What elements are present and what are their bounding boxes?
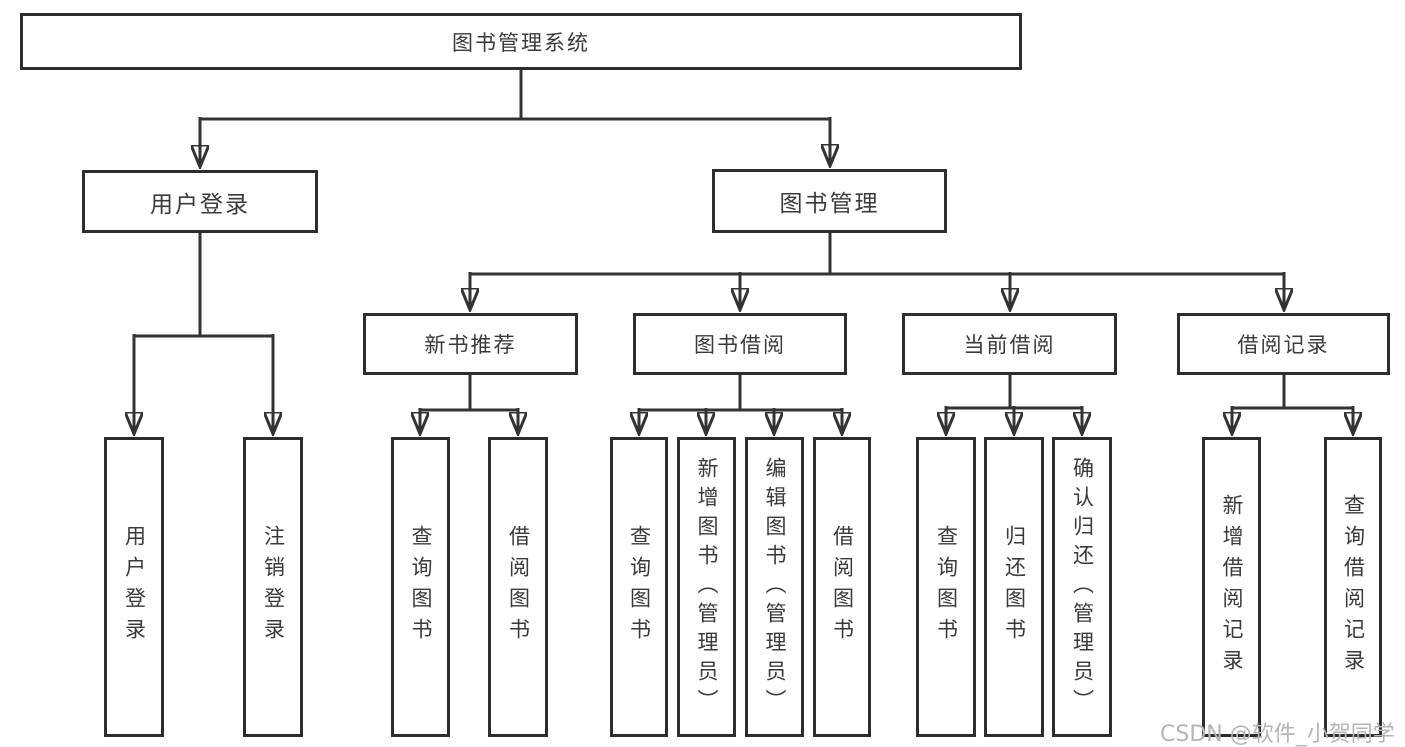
- leaf-bb-edit-books-label: 编辑图书（管理员）: [763, 456, 787, 718]
- leaf-nb-borrow-books: 借阅图书: [488, 437, 548, 737]
- leaf-logout: 注销登录: [243, 437, 303, 737]
- leaf-br-add-record-label: 新增借阅记录: [1220, 494, 1244, 680]
- leaf-bb-edit-books: 编辑图书（管理员）: [745, 437, 804, 737]
- node-current-borrowing: 当前借阅: [902, 313, 1117, 375]
- leaf-br-query-record-label: 查询借阅记录: [1341, 494, 1366, 680]
- connector-book-management-split: [470, 233, 1284, 276]
- leaf-cb-return-books-label: 归还图书: [1002, 525, 1027, 649]
- leaf-br-add-record: 新增借阅记录: [1202, 437, 1261, 737]
- leaf-bb-query-books-label: 查询图书: [627, 525, 652, 649]
- connector-user-login-split: [134, 233, 273, 338]
- leaf-user-login-label: 用户登录: [122, 525, 147, 649]
- leaf-bb-add-books-label: 新增图书（管理员）: [695, 456, 719, 718]
- leaf-bb-add-books: 新增图书（管理员）: [677, 437, 736, 737]
- node-book-management: 图书管理: [712, 169, 947, 233]
- leaf-cb-query-books: 查询图书: [916, 437, 976, 737]
- node-user-login: 用户登录: [82, 170, 318, 233]
- leaf-cb-return-books: 归还图书: [984, 437, 1044, 737]
- leaf-bb-query-books: 查询图书: [610, 437, 668, 737]
- node-book-borrowing: 图书借阅: [633, 313, 847, 375]
- leaf-nb-query-books: 查询图书: [391, 437, 450, 737]
- connector-book-borrowing-split: [639, 375, 842, 412]
- leaf-cb-confirm-return: 确认归还（管理员）: [1052, 437, 1112, 737]
- connector-borrowing-records-split: [1232, 375, 1353, 410]
- leaf-bb-borrow-books: 借阅图书: [813, 437, 871, 737]
- leaf-br-query-record: 查询借阅记录: [1324, 437, 1382, 737]
- leaf-cb-confirm-return-label: 确认归还（管理员）: [1070, 456, 1095, 718]
- connector-current-borrowing-split: [946, 375, 1082, 410]
- leaf-bb-borrow-books-label: 借阅图书: [830, 525, 855, 649]
- leaf-nb-query-books-label: 查询图书: [409, 525, 433, 649]
- leaf-logout-label: 注销登录: [261, 525, 286, 649]
- leaf-user-login: 用户登录: [104, 437, 164, 737]
- leaf-nb-borrow-books-label: 借阅图书: [506, 525, 531, 649]
- node-new-book-recommend: 新书推荐: [363, 313, 578, 375]
- connector-new-book-split: [420, 375, 518, 412]
- csdn-watermark: CSDN @软件_小贺同学: [1160, 722, 1395, 747]
- node-root-system: 图书管理系统: [20, 13, 1022, 70]
- node-borrowing-records: 借阅记录: [1177, 313, 1390, 375]
- leaf-cb-query-books-label: 查询图书: [934, 525, 959, 649]
- connector-root-split: [200, 70, 830, 121]
